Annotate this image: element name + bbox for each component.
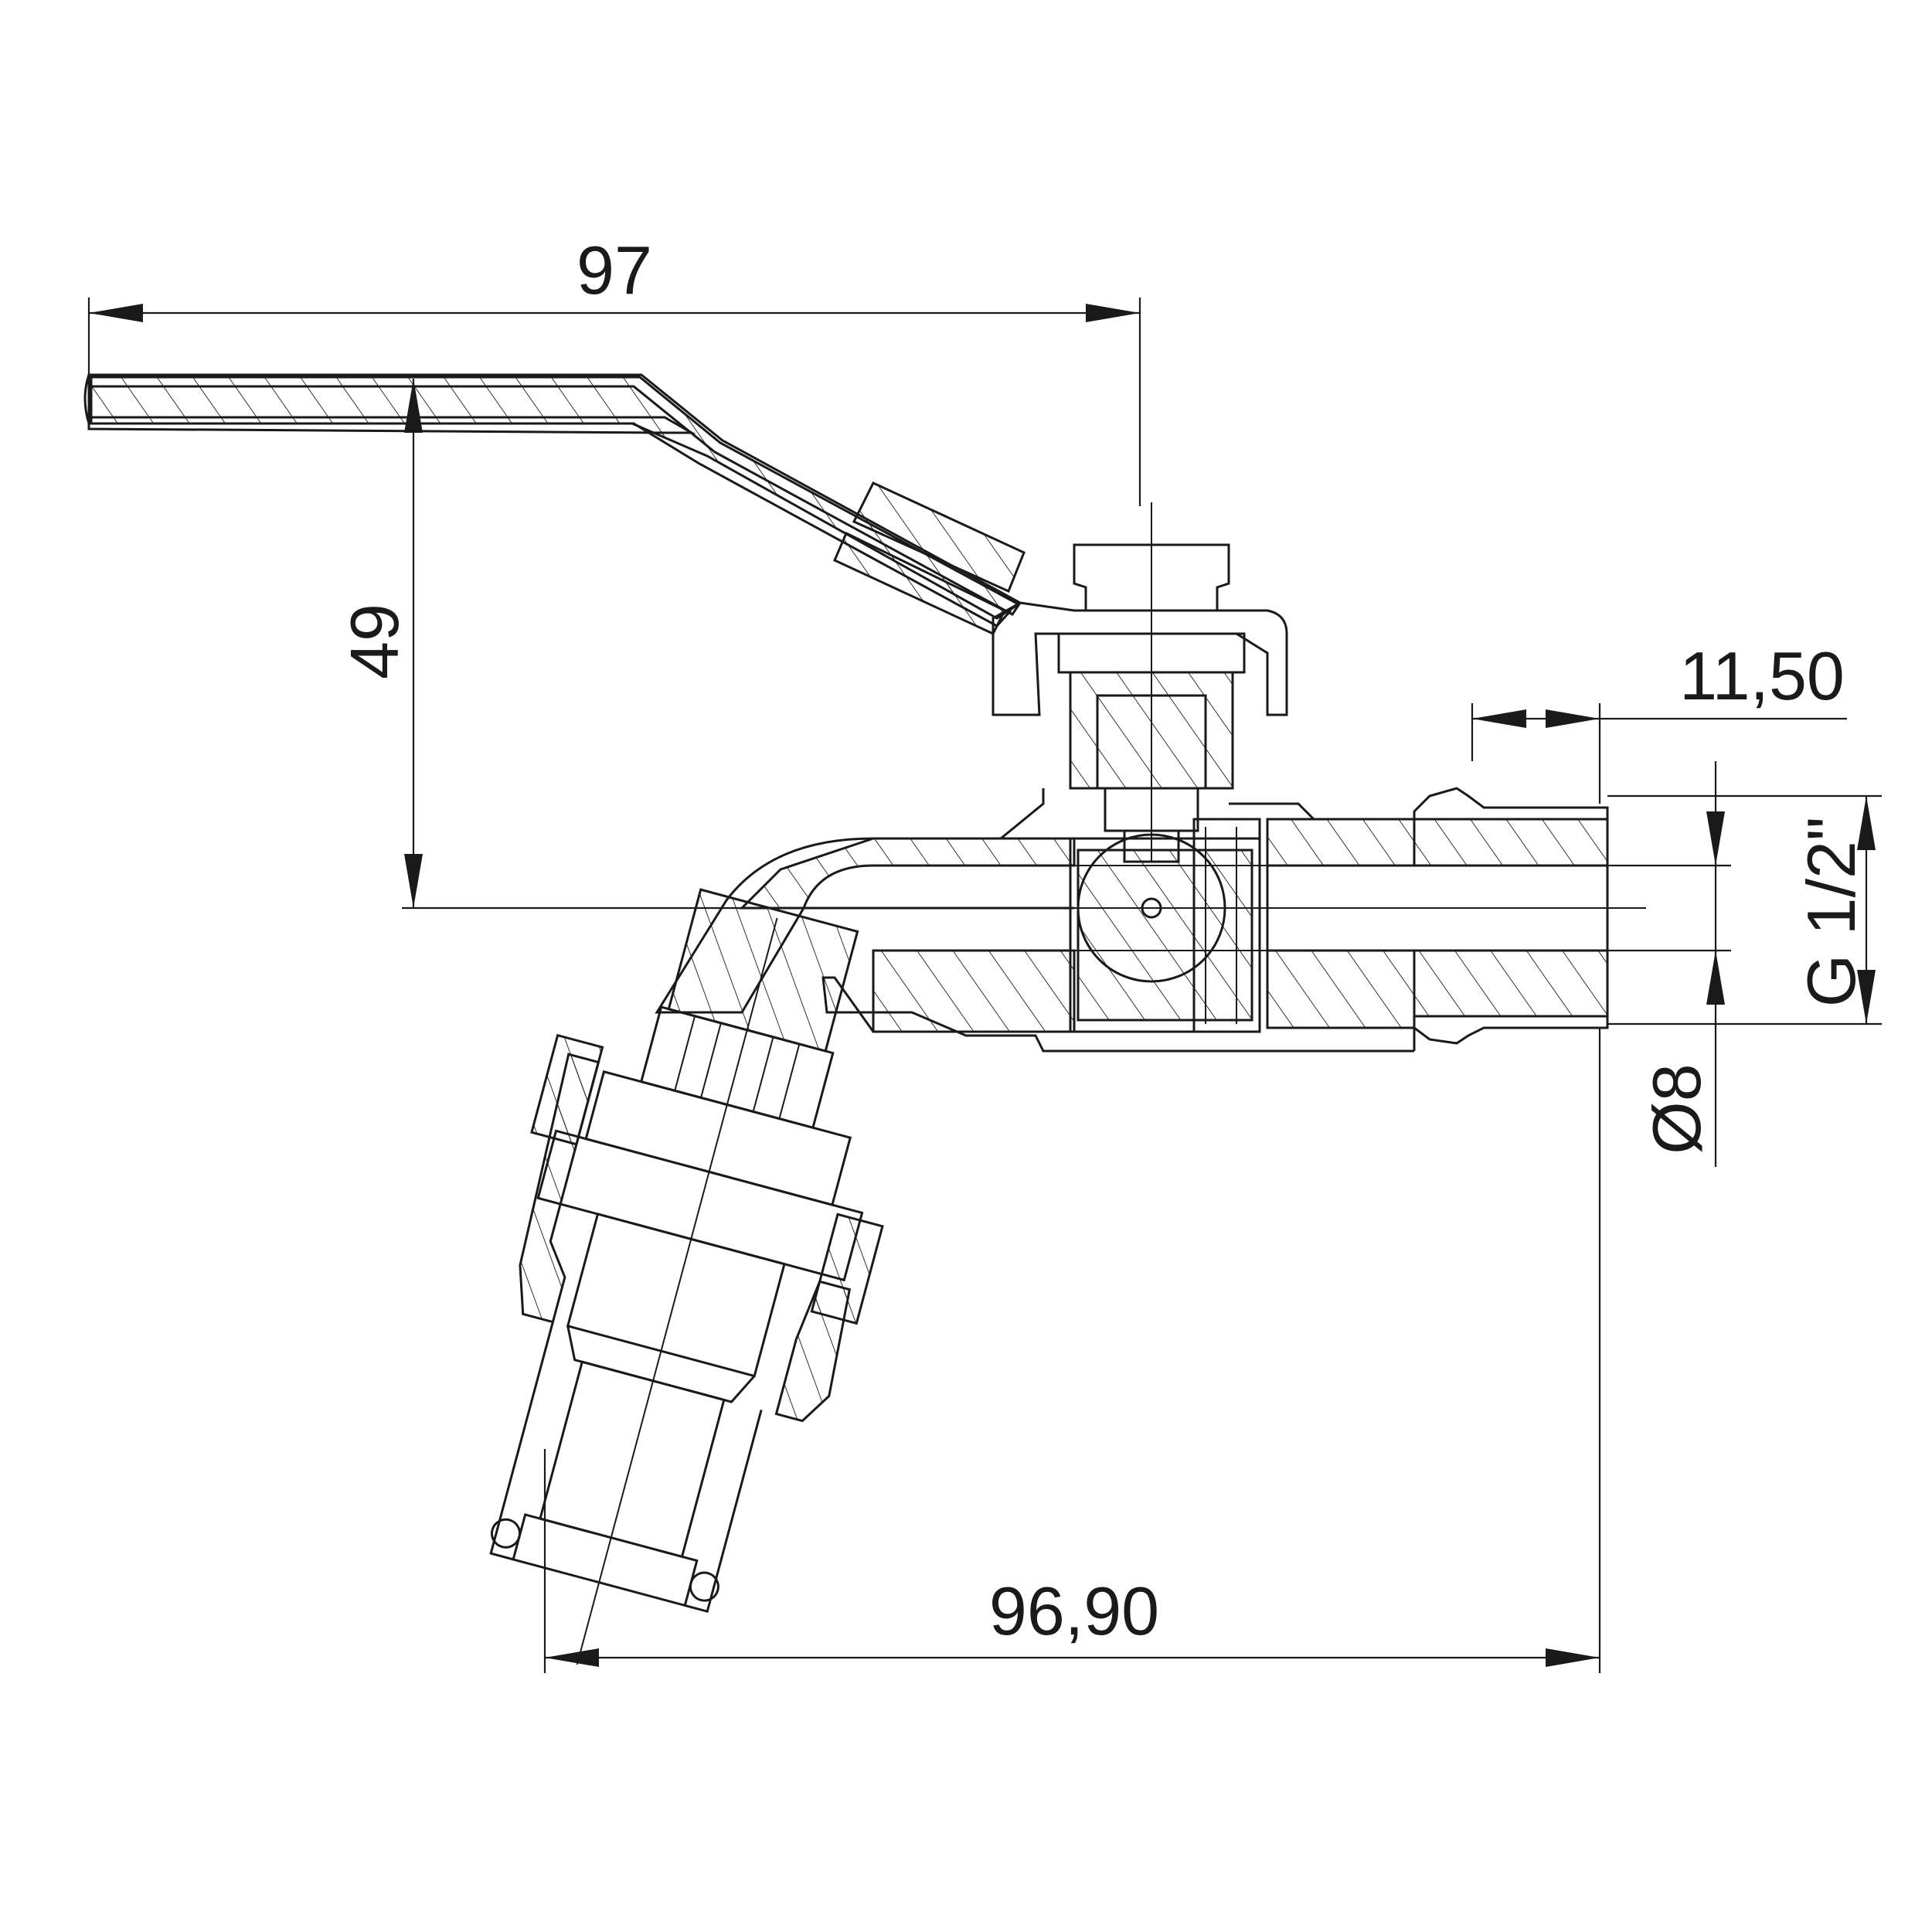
dimension-96-90: 96,90: [543, 1028, 1601, 1673]
valve-stem-assembly: [992, 502, 1288, 863]
dim-label-11-50: 11,50: [1679, 638, 1845, 714]
lever-handle: [83, 373, 1026, 635]
dimension-bore-diameter: Ø8: [1376, 761, 1731, 1167]
dimension-11-50: 11,50: [1471, 638, 1847, 804]
dim-label-bore-diameter: Ø8: [1638, 1063, 1715, 1154]
hose-connector: [489, 888, 884, 1665]
dimension-thread-size: G 1/2": [1607, 794, 1882, 1026]
dim-label-96-90: 96,90: [989, 1573, 1159, 1649]
dimension-97: 97: [87, 232, 1141, 506]
dimension-49: 49: [336, 379, 873, 910]
dim-label-49: 49: [336, 604, 413, 679]
dim-label-thread-size: G 1/2": [1793, 817, 1869, 1007]
valve-body: [655, 787, 1731, 1053]
dim-label-97: 97: [577, 232, 652, 308]
